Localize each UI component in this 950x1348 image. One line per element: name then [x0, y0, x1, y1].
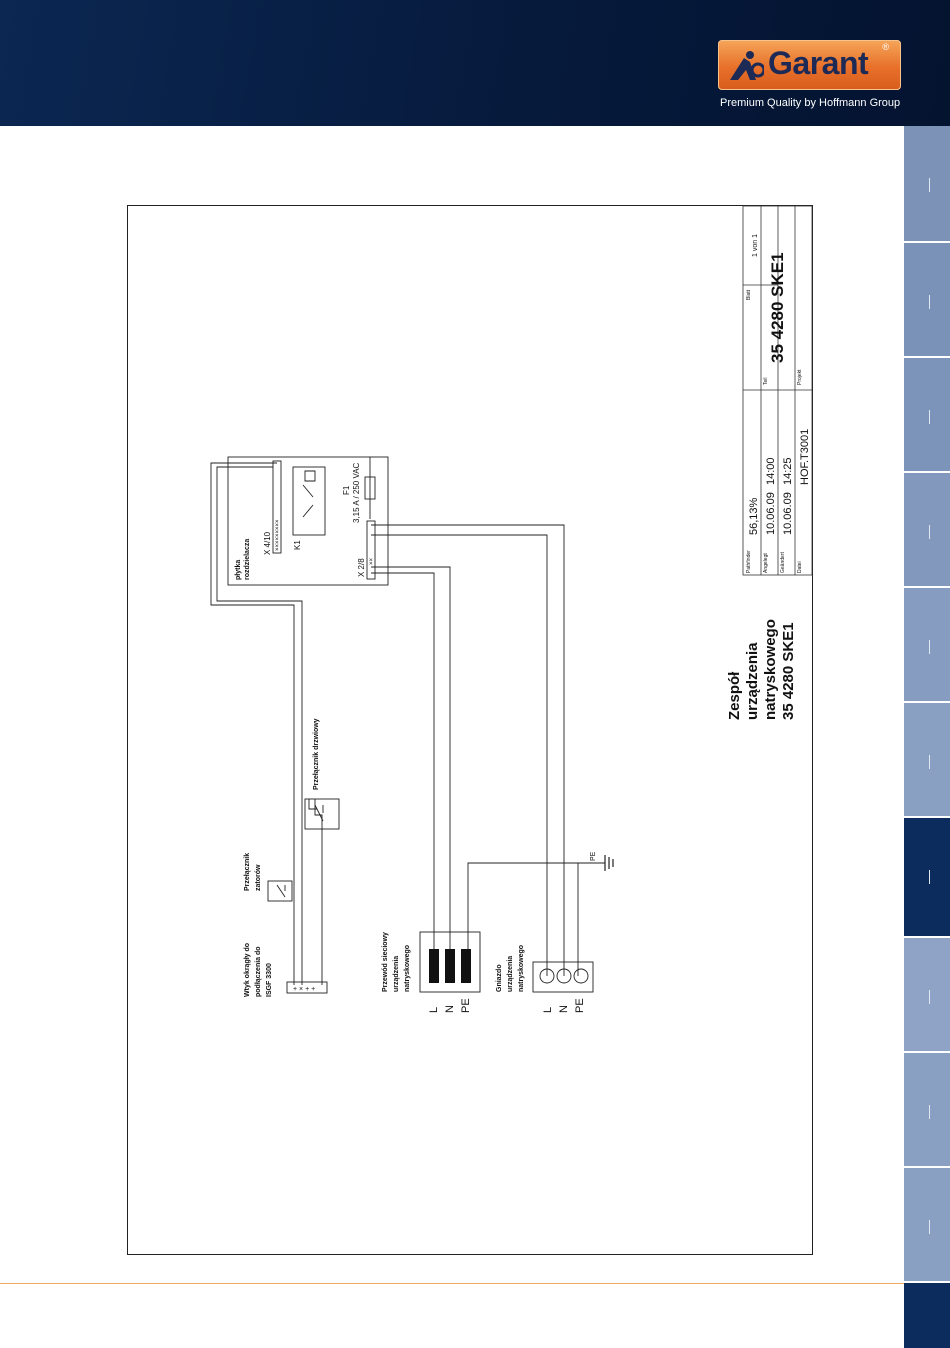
- tb-label-projekt: Projekt: [797, 369, 803, 385]
- title-line-2: urządzenia: [744, 642, 761, 720]
- limit-switch-label-2: zatorów: [255, 864, 262, 891]
- socket-terminal-pe: PE: [574, 998, 586, 1013]
- wires: [210, 462, 605, 985]
- door-switch-label: Przełącznik drzwiowy: [313, 718, 320, 790]
- power-cable-label-2: urządzenia: [393, 956, 400, 992]
- socket-label-3: natryskowego: [518, 945, 525, 992]
- side-tab-4[interactable]: [904, 473, 950, 586]
- power-cable-label-3: natryskowego: [404, 945, 411, 992]
- side-tab-6[interactable]: [904, 703, 950, 816]
- fuse-name: F1: [342, 485, 351, 495]
- earth-label: PE: [590, 851, 597, 861]
- tb-part-number: 35 4280 SKE1: [768, 252, 787, 363]
- side-tab-bottom[interactable]: [904, 1283, 950, 1348]
- round-plug-label-2: podłączenia do: [255, 946, 262, 997]
- side-tab-9[interactable]: [904, 1053, 950, 1166]
- title-line-4: 35 4280 SKE1: [780, 622, 797, 720]
- socket-label-2: urządzenia: [507, 956, 514, 992]
- power-terminal-l: L: [428, 1007, 440, 1013]
- power-terminal-n: N: [444, 1005, 456, 1013]
- footer-rule: [0, 1283, 904, 1284]
- side-tab-8[interactable]: [904, 938, 950, 1051]
- limit-switch: [267, 880, 293, 902]
- wiring-diagram: Pathfinder Angelegt Geändert Datei Teil …: [127, 205, 813, 1255]
- side-tab-active[interactable]: [904, 818, 950, 936]
- tb-time1: 14:00: [765, 457, 777, 485]
- title-line-1: Zespół: [726, 671, 743, 720]
- side-tab-1[interactable]: [904, 126, 950, 241]
- tb-percent: 56,13%: [748, 497, 760, 535]
- tb-date1: 10.06.09: [765, 492, 777, 535]
- tb-label-angelegt: Angelegt: [763, 553, 769, 573]
- tb-time2: 14:25: [782, 457, 794, 485]
- x4-terminal-marks: ×××××××××: [275, 519, 281, 551]
- tb-sheet: 1 von 1: [752, 234, 759, 257]
- tb-label-teil: Teil: [763, 377, 769, 385]
- socket-label-1: Gniazdo: [496, 964, 503, 992]
- limit-switch-label-1: Przełącznik: [244, 853, 251, 891]
- x2-terminal-marks: ××: [369, 557, 375, 565]
- x4-label: X 4/10: [263, 531, 272, 555]
- page-header: Garant ® Premium Quality by Hoffmann Gro…: [0, 0, 950, 126]
- tb-file: HOF.T3001: [799, 429, 811, 485]
- door-switch: [304, 798, 340, 830]
- tb-date2: 10.06.09: [782, 492, 794, 535]
- board-label-1: płytka: [235, 560, 242, 580]
- socket: [532, 961, 594, 993]
- power-terminal-pe: PE: [460, 998, 472, 1013]
- side-tab-10[interactable]: [904, 1168, 950, 1281]
- x2-label: X 2/8: [357, 558, 366, 577]
- tb-label-blatt: Blatt: [746, 289, 752, 300]
- title-block: [742, 205, 813, 576]
- earth-ground-icon: [604, 855, 614, 871]
- fuse-rating: 3,15 A / 250 VAC: [352, 462, 361, 523]
- title-line-3: natryskowego: [762, 619, 779, 720]
- round-plug: [286, 981, 328, 994]
- k1-label: K1: [293, 540, 302, 550]
- tb-label-geaendert: Geändert: [780, 552, 786, 573]
- garant-logo: Garant ®: [718, 40, 901, 90]
- side-tab-5[interactable]: [904, 588, 950, 701]
- tb-label-pathfinder: Pathfinder: [746, 550, 752, 573]
- socket-terminal-l: L: [542, 1007, 554, 1013]
- round-plug-label-1: Wtyk okrągły do: [244, 943, 251, 997]
- socket-terminal-n: N: [558, 1005, 570, 1013]
- tb-label-datei: Datei: [797, 561, 803, 573]
- registered-mark: ®: [882, 42, 889, 52]
- round-plug-marks: + × + +: [293, 986, 315, 993]
- logo-wordmark: Garant: [768, 45, 869, 81]
- power-cable-plug: [419, 931, 481, 993]
- power-cable-label-1: Przewód sieciowy: [382, 932, 389, 992]
- board-label-2: rozdzielacza: [244, 539, 251, 580]
- side-tab-2[interactable]: [904, 243, 950, 356]
- round-plug-label-3: ISGF 3300: [266, 963, 273, 997]
- brand-tagline: Premium Quality by Hoffmann Group: [720, 97, 901, 109]
- distribution-board: [227, 456, 389, 586]
- side-tab-3[interactable]: [904, 358, 950, 471]
- garant-figure-icon: [730, 51, 764, 80]
